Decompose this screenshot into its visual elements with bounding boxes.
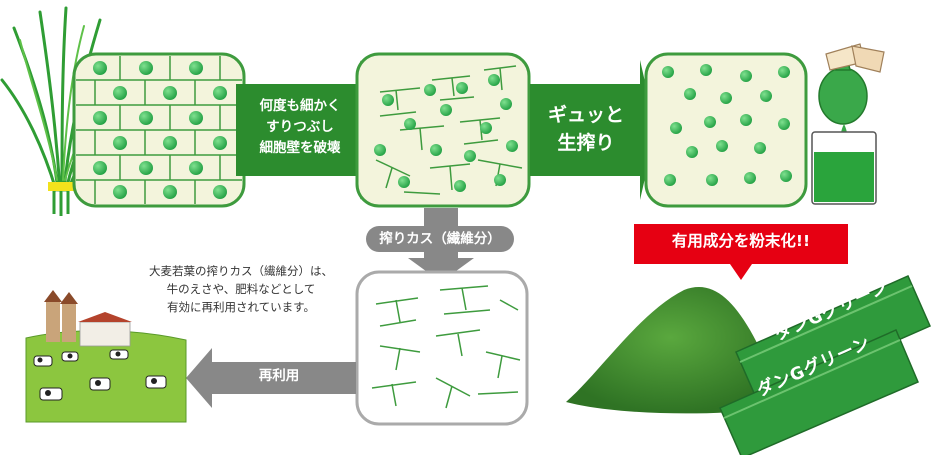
reuse-note-line: 大麦若葉の搾りカス（繊維分）は、 <box>149 264 333 278</box>
reuse-note-line: 有効に再利用されています。 <box>166 300 315 314</box>
crush-label-line: 細胞壁を破壊 <box>259 140 341 156</box>
squeeze-arrow <box>530 60 656 200</box>
reuse-label: 再利用 <box>258 368 300 384</box>
squeeze-label: ギュッと 生搾り <box>540 101 632 157</box>
fiber-label: 搾りカス（繊維分） <box>379 231 501 247</box>
farm-scene-icon <box>25 290 187 423</box>
squeeze-label-line: ギュッと <box>547 104 624 126</box>
reuse-note-line: 牛のえさや、肥料などとして <box>166 282 316 296</box>
crush-label: 何度も細かく すりつぶし 細胞壁を破壊 <box>246 96 354 159</box>
fiber-panel <box>355 270 529 426</box>
cell-wall-panel <box>72 52 246 208</box>
powder-banner <box>634 224 848 280</box>
fiber-label-box <box>366 226 514 252</box>
powder-label: 有用成分を粉末化!! <box>671 232 811 250</box>
product-stick-pack-icon <box>719 275 931 455</box>
broken-cell-panel <box>355 52 531 208</box>
reuse-note: 大麦若葉の搾りカス（繊維分）は、 牛のえさや、肥料などとして 有効に再利用されて… <box>134 262 348 316</box>
reuse-arrow <box>186 348 356 408</box>
squeeze-beaker-icon <box>811 43 885 205</box>
squeeze-label-line: 生搾り <box>557 132 615 154</box>
green-powder-heap-icon <box>566 287 776 414</box>
crush-arrow <box>236 60 376 200</box>
crush-label-line: すりつぶし <box>266 119 334 135</box>
juice-panel <box>644 52 808 208</box>
crush-label-line: 何度も細かく <box>259 98 341 114</box>
